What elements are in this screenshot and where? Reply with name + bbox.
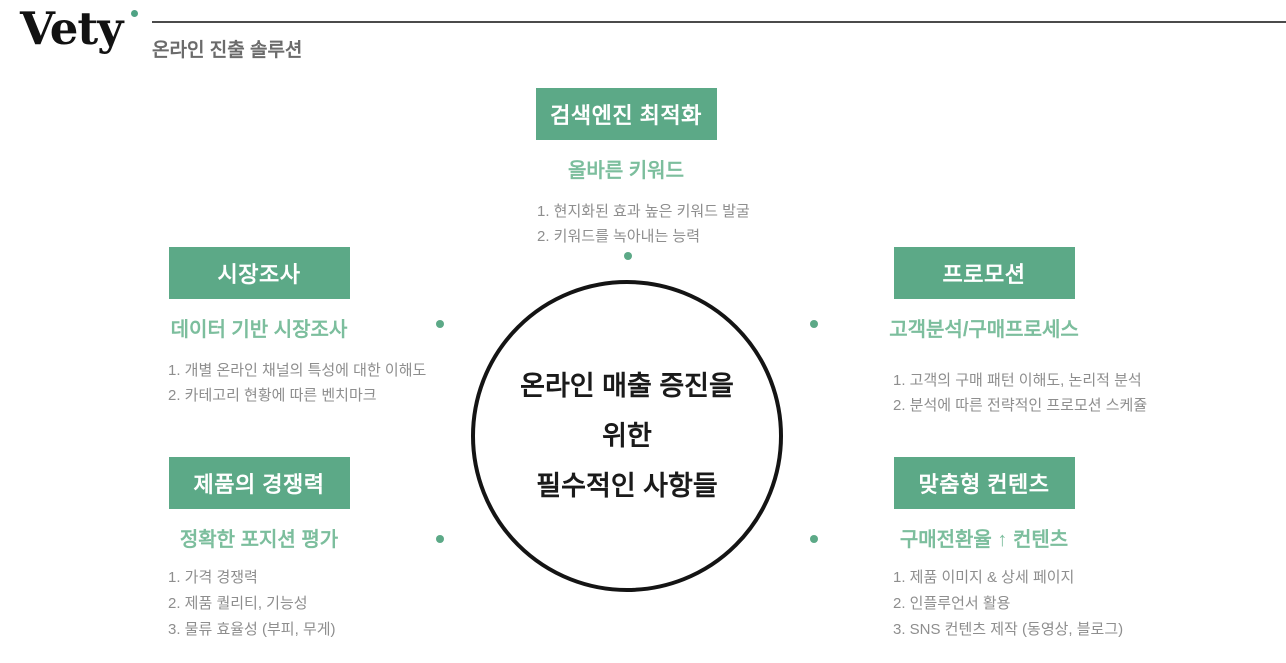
vety-logo: Vety: [20, 2, 123, 55]
circle-line: 위한: [602, 421, 652, 451]
section-title-badge: 시장조사: [168, 247, 350, 299]
circle-line: 필수적인 사항들: [536, 471, 718, 501]
connector-dot-icon: [810, 320, 818, 328]
section-subtitle: 올바른 키워드: [568, 160, 684, 182]
logo-accent-dot-icon: [131, 10, 138, 17]
header-divider: [152, 21, 1286, 23]
central-theme-circle: 온라인 매출 증진을 위한 필수적인 사항들: [471, 280, 783, 592]
list-item: 1. 가격 경쟁력: [168, 569, 258, 586]
section-item-list: 1. 제품 이미지 & 상세 페이지 2. 인플루언서 활용 3. SNS 컨텐…: [875, 565, 1124, 643]
section-market-research: 시장조사 데이터 기반 시장조사 1. 개별 온라인 채널의 특성에 대한 이해…: [150, 247, 427, 408]
slide-tagline: 온라인 진출 솔루션: [152, 40, 303, 61]
list-item: 2. 분석에 따른 전략적인 프로모션 스케쥴: [893, 397, 1148, 414]
section-item-list: 1. 가격 경쟁력 2. 제품 퀄리티, 기능성 3. 물류 효율성 (부피, …: [150, 565, 368, 643]
connector-dot-icon: [810, 535, 818, 543]
connector-dot-icon: [436, 535, 444, 543]
section-item-list: 1. 개별 온라인 채널의 특성에 대한 이해도 2. 카테고리 현황에 따른 …: [150, 358, 427, 408]
section-subtitle: 데이터 기반 시장조사: [170, 319, 348, 341]
list-item: 3. 물류 효율성 (부피, 무게): [168, 621, 336, 638]
section-title-badge: 검색엔진 최적화: [535, 88, 717, 140]
list-item: 2. 제품 퀄리티, 기능성: [168, 595, 308, 612]
list-item: 1. 개별 온라인 채널의 특성에 대한 이해도: [168, 362, 427, 379]
list-item: 2. 카테고리 현황에 따른 벤치마크: [168, 387, 377, 404]
section-title-badge: 맞춤형 컨텐츠: [893, 457, 1075, 509]
section-subtitle: 구매전환율 ↑ 컨텐츠: [899, 529, 1069, 551]
section-seo: 검색엔진 최적화 올바른 키워드 1. 현지화된 효과 높은 키워드 발굴 2.…: [505, 88, 750, 249]
section-item-list: 1. 고객의 구매 패턴 이해도, 논리적 분석 2. 분석에 따른 전략적인 …: [875, 368, 1148, 418]
list-item: 1. 현지화된 효과 높은 키워드 발굴: [537, 203, 750, 220]
section-promotion: 프로모션 고객분석/구매프로세스 1. 고객의 구매 패턴 이해도, 논리적 분…: [875, 247, 1148, 418]
connector-dot-icon: [436, 320, 444, 328]
list-item: 1. 고객의 구매 패턴 이해도, 논리적 분석: [893, 372, 1142, 389]
circle-line: 온라인 매출 증진을: [520, 371, 734, 401]
list-item: 2. 인플루언서 활용: [893, 595, 1011, 612]
section-title-badge: 제품의 경쟁력: [168, 457, 350, 509]
list-item: 2. 키워드를 녹아내는 능력: [537, 228, 701, 245]
list-item: 3. SNS 컨텐츠 제작 (동영상, 블로그): [893, 621, 1124, 638]
section-title-badge: 프로모션: [893, 247, 1075, 299]
section-subtitle: 고객분석/구매프로세스: [889, 319, 1079, 341]
section-item-list: 1. 현지화된 효과 높은 키워드 발굴 2. 키워드를 녹아내는 능력: [505, 199, 750, 249]
connector-dot-icon: [624, 252, 632, 260]
list-item: 1. 제품 이미지 & 상세 페이지: [893, 569, 1075, 586]
section-subtitle: 정확한 포지션 평가: [179, 529, 339, 551]
section-product-competitiveness: 제품의 경쟁력 정확한 포지션 평가 1. 가격 경쟁력 2. 제품 퀄리티, …: [150, 457, 368, 643]
section-custom-content: 맞춤형 컨텐츠 구매전환율 ↑ 컨텐츠 1. 제품 이미지 & 상세 페이지 2…: [875, 457, 1124, 643]
